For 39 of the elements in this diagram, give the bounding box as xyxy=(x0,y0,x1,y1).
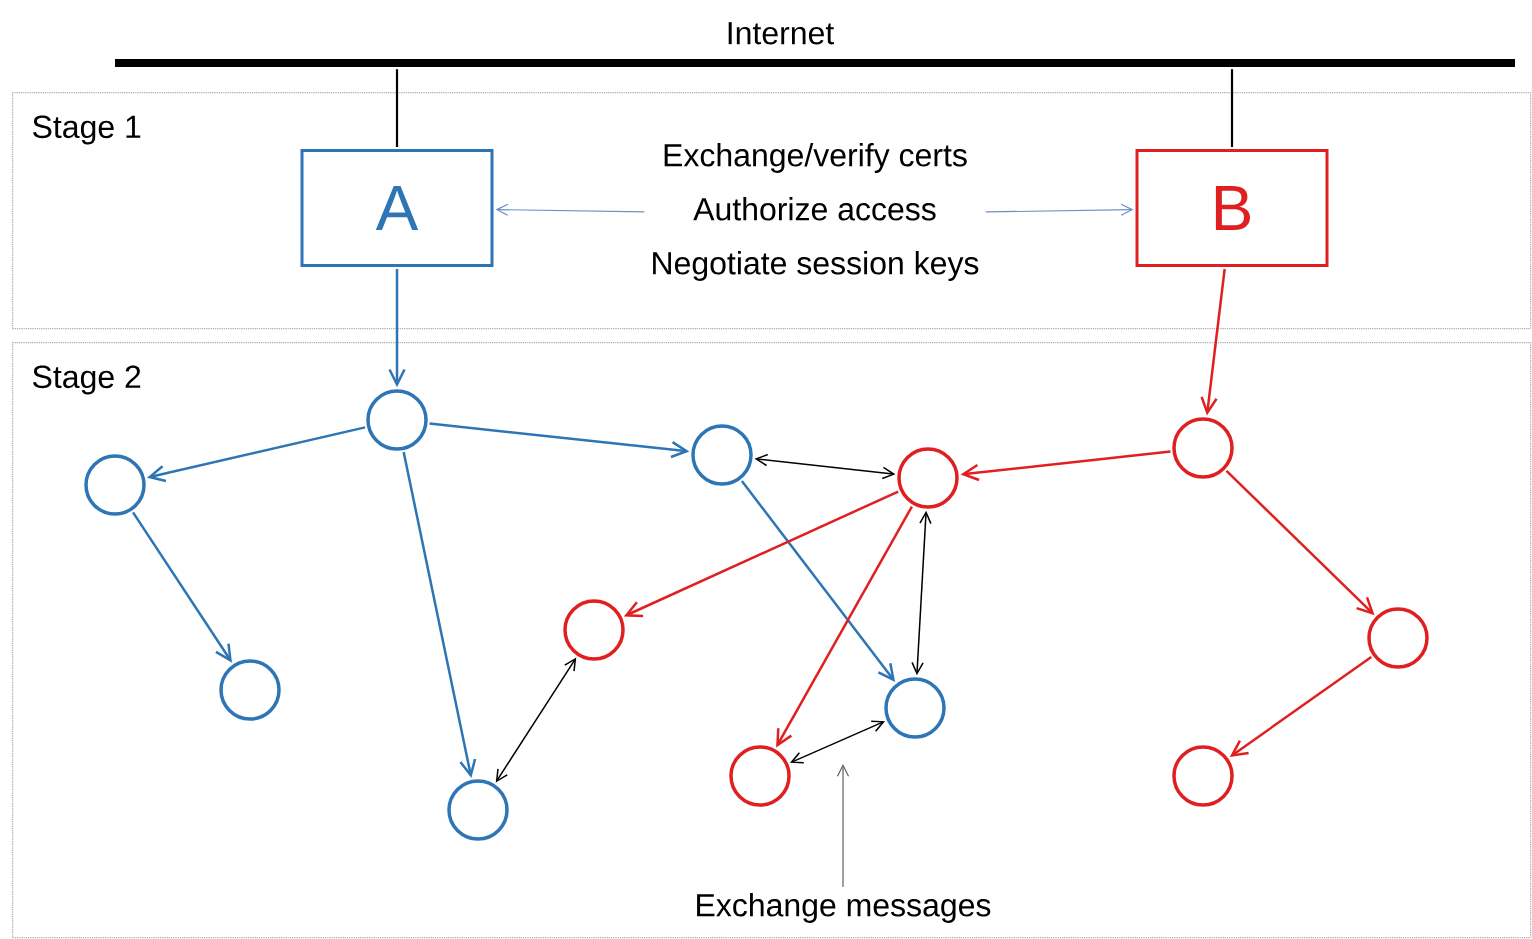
arrow xyxy=(388,269,406,388)
network-node-circle xyxy=(691,424,753,486)
step-text: Exchange/verify certs Authorize access Negotiate session keys xyxy=(653,143,979,281)
arrow xyxy=(402,451,477,778)
arrow xyxy=(790,720,885,764)
arrow xyxy=(495,657,577,783)
arrow xyxy=(985,203,1134,216)
arrow xyxy=(146,426,366,483)
connector-line xyxy=(1230,69,1234,147)
connector-line xyxy=(395,69,399,147)
network-node-circle xyxy=(447,779,509,841)
arrow xyxy=(495,203,645,216)
arrow xyxy=(776,505,913,748)
host-box: B xyxy=(1135,149,1329,267)
arrow xyxy=(429,422,690,459)
network-node-circle xyxy=(84,454,146,516)
network-node-circle xyxy=(1172,745,1234,807)
network-node-circle xyxy=(366,389,428,451)
arrow xyxy=(740,480,896,682)
network-node-circle xyxy=(1172,417,1234,479)
arrow xyxy=(1200,268,1226,416)
network-node-circle xyxy=(1367,607,1429,669)
internet-bar: Internet xyxy=(115,22,1515,67)
network-node-circle xyxy=(897,447,959,509)
network-node-circle xyxy=(563,599,625,661)
network-node-circle xyxy=(729,745,791,807)
arrow xyxy=(131,511,232,663)
host-box: A xyxy=(300,149,494,267)
network-node-circle xyxy=(884,677,946,739)
arrow xyxy=(1229,655,1372,758)
arrow xyxy=(754,453,896,480)
arrow xyxy=(1225,469,1375,616)
node-label: Internet xyxy=(728,22,835,45)
pointer-arrow xyxy=(836,764,850,888)
step-text: Exchange messages xyxy=(697,893,991,923)
arrow xyxy=(960,450,1171,482)
arrow xyxy=(623,490,899,618)
arrow xyxy=(911,510,932,676)
network-node-circle xyxy=(219,659,281,721)
